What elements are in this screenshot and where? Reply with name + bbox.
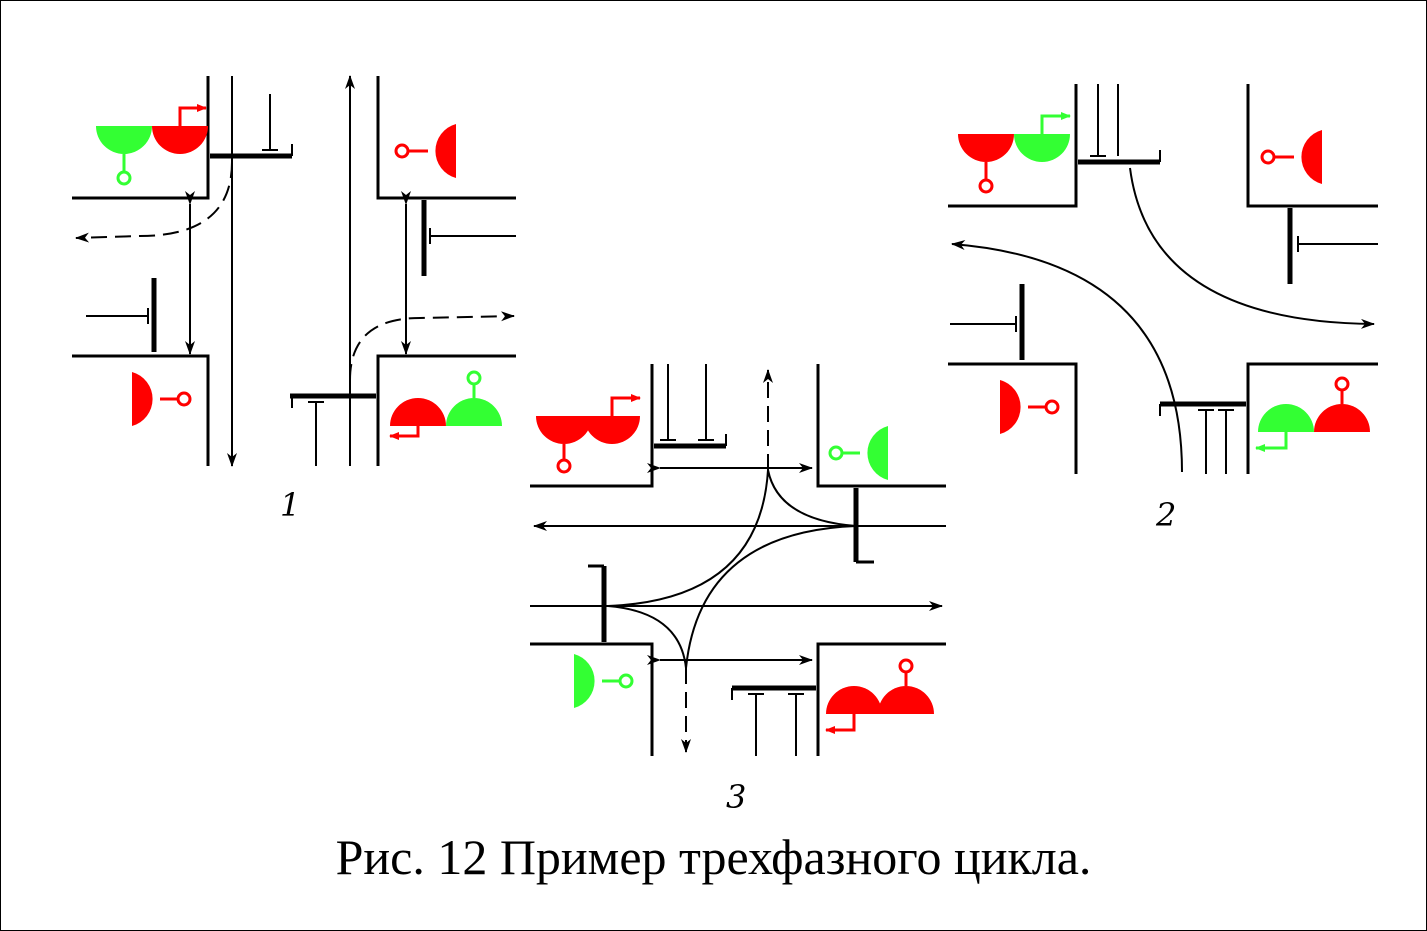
phase-2-label: 2 [1155, 496, 1176, 534]
phase-1-intersection: 1 [72, 75, 516, 524]
phase-2-intersection: 2 [948, 84, 1378, 534]
phase-2-signals [958, 112, 1370, 452]
traffic-signal-icon [828, 426, 888, 480]
traffic-signal-icon [1260, 130, 1322, 184]
phase-3-label: 3 [726, 778, 746, 816]
arrow-left-turn-south [1129, 167, 1375, 329]
curb-ne [376, 76, 516, 200]
arrow-left-turn-north [951, 240, 1183, 473]
traffic-signal-icon [1255, 376, 1370, 452]
traffic-signal-icon [132, 372, 192, 426]
traffic-signal-icon [574, 654, 634, 708]
phase-1-signals [96, 104, 502, 440]
traffic-signal-icon [536, 394, 641, 474]
traffic-signal-icon [389, 370, 502, 440]
phase-1-label: 1 [280, 486, 300, 524]
traffic-signal-icon [958, 112, 1071, 194]
traffic-signal-icon [825, 658, 934, 734]
phase-3-intersection: 3 [530, 364, 946, 816]
phase-3-signals [536, 394, 934, 734]
curb-nw [72, 76, 210, 200]
curb-se [376, 354, 516, 466]
traffic-signal-icon [1000, 380, 1060, 434]
figure-caption: Рис. 12 Пример трехфазного цикла. [335, 829, 1092, 885]
curb-sw [72, 354, 210, 466]
traffic-signal-icon [394, 124, 456, 178]
traffic-signal-icon [96, 104, 208, 186]
arrow-turn-west [75, 161, 233, 243]
arrow-turn-east [349, 311, 515, 381]
